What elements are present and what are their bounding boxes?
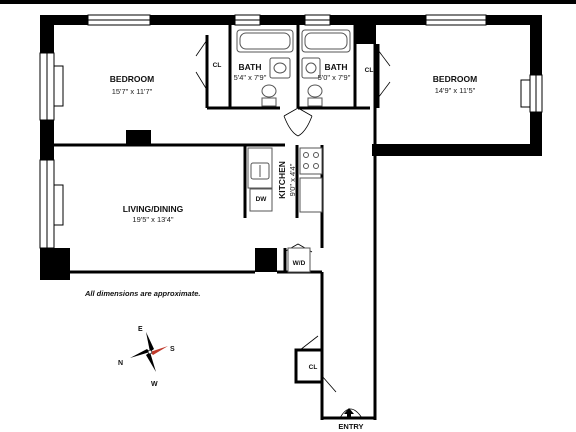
compass-east: E bbox=[138, 326, 143, 333]
bedroom-right-dims: 14'9" x 11'5" bbox=[435, 86, 476, 95]
compass: E N S W bbox=[118, 326, 175, 388]
washer-dryer-label: W/D bbox=[293, 260, 306, 267]
compass-south: S bbox=[170, 346, 175, 353]
kitchen-name: KITCHEN bbox=[277, 161, 287, 199]
stove-icon bbox=[299, 147, 323, 175]
dishwasher-icon bbox=[249, 188, 273, 212]
living-name: LIVING/DINING bbox=[123, 204, 184, 214]
living-dims: 19'5" x 13'4" bbox=[132, 215, 173, 224]
refrigerator-icon bbox=[299, 177, 323, 213]
entry-label: ENTRY bbox=[338, 422, 363, 431]
compass-north: N bbox=[118, 360, 123, 367]
closet-entry-label: CL bbox=[309, 364, 318, 371]
top-border bbox=[0, 0, 576, 4]
entry-marker: ENTRY bbox=[338, 408, 364, 431]
room-labels: BEDROOM 15'7" x 11'7" BATH 5'4" x 7'9" B… bbox=[110, 62, 477, 371]
doors bbox=[195, 39, 391, 419]
compass-west: W bbox=[151, 381, 158, 388]
bedroom-left-dims: 15'7" x 11'7" bbox=[112, 87, 153, 96]
dishwasher-label: DW bbox=[256, 196, 268, 203]
bath-left-dims: 5'4" x 7'9" bbox=[234, 73, 267, 82]
windows bbox=[39, 14, 543, 249]
kitchen-dims: 9'0" x 4'4" bbox=[288, 163, 297, 196]
entry-arrow-icon bbox=[344, 408, 354, 419]
toilet-icon bbox=[261, 84, 277, 98]
walls bbox=[40, 15, 542, 280]
bedroom-right-name: BEDROOM bbox=[433, 74, 477, 84]
kitchen-fixtures bbox=[247, 147, 323, 273]
compass-arrow-icon bbox=[146, 332, 154, 352]
bath-fixtures bbox=[236, 29, 351, 107]
interior-walls bbox=[54, 25, 380, 420]
disclaimer-note: All dimensions are approximate. bbox=[84, 289, 200, 298]
closet-left-label: CL bbox=[213, 62, 222, 69]
bath-left-name: BATH bbox=[239, 62, 262, 72]
bath-right-dims: 5'0" x 7'9" bbox=[318, 73, 351, 82]
toilet-icon bbox=[307, 84, 323, 98]
bedroom-left-name: BEDROOM bbox=[110, 74, 154, 84]
bath-right-name: BATH bbox=[325, 62, 348, 72]
closet-right-label: CL bbox=[365, 67, 374, 74]
